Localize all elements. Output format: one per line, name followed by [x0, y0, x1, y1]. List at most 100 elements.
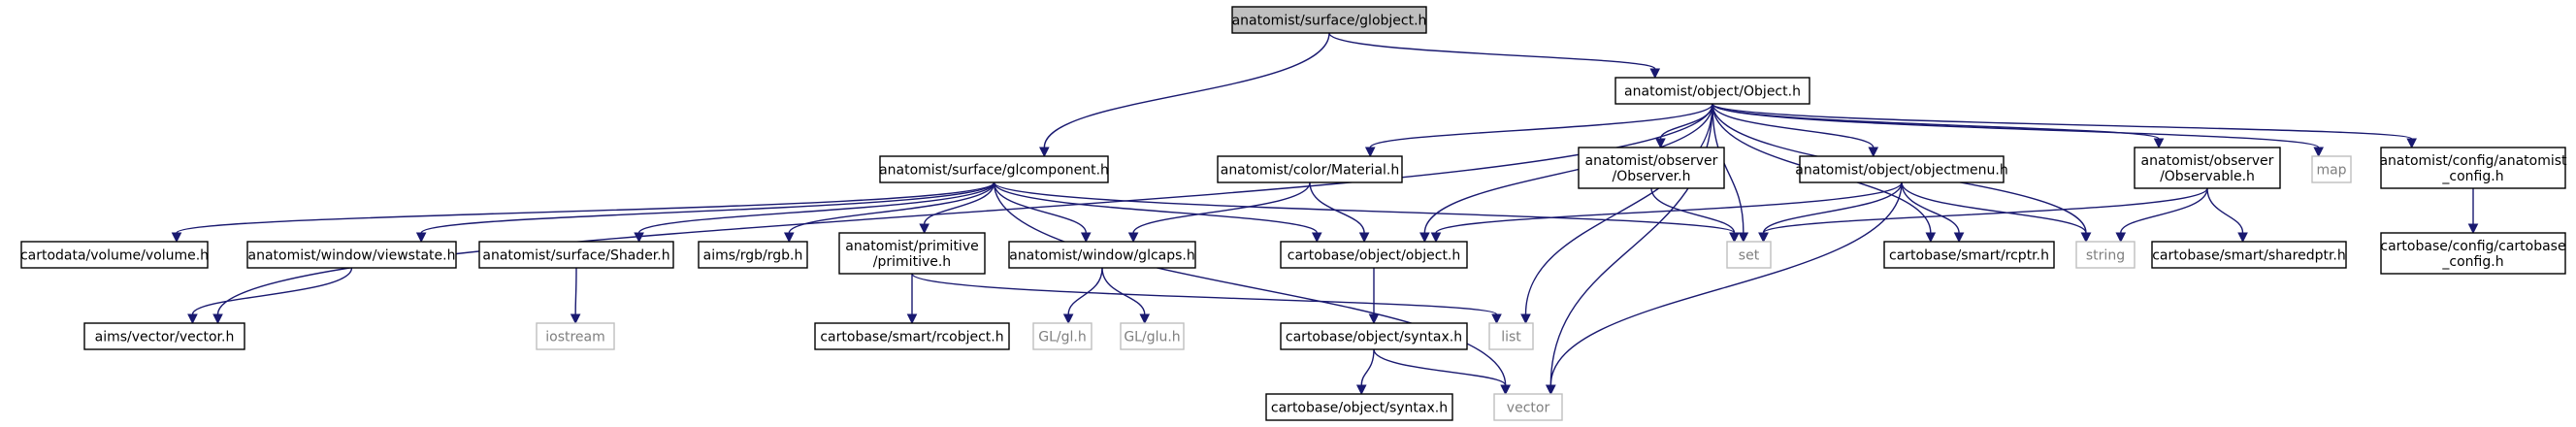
node-syntax1[interactable]: cartobase/object/syntax.h	[1280, 322, 1468, 350]
node-material[interactable]: anatomist/color/Material.h	[1217, 155, 1403, 183]
node-vector_h[interactable]: aims/vector/vector.h	[83, 322, 245, 350]
node-box	[1280, 241, 1468, 269]
edge-glcomponent-to-vector	[993, 181, 1511, 396]
node-label: _config.h	[2441, 169, 2503, 184]
node-object[interactable]: anatomist/object/Object.h	[1614, 77, 1810, 105]
node-cbconfig[interactable]: cartobase/config/cartobase_config.h	[2380, 232, 2566, 275]
edge-shader-to-iostream	[570, 267, 581, 325]
edge-glcaps-to-gl	[1062, 267, 1103, 325]
edge-viewstate-to-vector_h	[187, 267, 353, 325]
node-label: anatomist/observer	[1585, 153, 1718, 169]
node-box	[1578, 147, 1725, 189]
node-label: anatomist/observer	[2141, 153, 2274, 169]
node-observable[interactable]: anatomist/observer/Observable.h	[2134, 147, 2281, 189]
edge-object-to-vector_h	[212, 103, 1713, 325]
node-label: iostream	[545, 330, 605, 345]
edge-object-to-material	[1364, 103, 1713, 158]
edge-objectmenu-to-vector	[1546, 181, 1903, 396]
node-box	[1265, 393, 1453, 421]
edge-objectmenu-to-set	[1758, 181, 1903, 244]
edge-glcomponent-to-viewstate	[415, 181, 995, 244]
edge-syntax1-to-vector	[1373, 348, 1511, 396]
node-box	[2075, 241, 2136, 269]
edge-glcaps-to-glu	[1101, 267, 1151, 325]
node-config[interactable]: anatomist/config/anatomist_config.h	[2379, 147, 2567, 189]
edge-globject-to-glcomponent	[1039, 32, 1330, 158]
node-rcobject[interactable]: cartobase/smart/rcobject.h	[814, 322, 1010, 350]
node-label: cartobase/smart/sharedptr.h	[2152, 248, 2346, 264]
node-primitive[interactable]: anatomist/primitive/primitive.h	[838, 232, 986, 275]
node-globject[interactable]: anatomist/surface/globject.h	[1231, 6, 1427, 34]
edge-glcomponent-to-glcaps	[993, 181, 1092, 244]
edge-observable-to-sharedptr	[2206, 187, 2248, 244]
node-label: anatomist/window/glcaps.h	[1009, 248, 1195, 264]
edge-primitive-to-rcobject	[906, 274, 918, 325]
edge-config-to-cbconfig	[2467, 188, 2479, 235]
node-label: GL/glu.h	[1124, 330, 1180, 345]
node-label: set	[1739, 248, 1760, 264]
node-viewstate[interactable]: anatomist/window/viewstate.h	[246, 241, 457, 269]
node-label: _config.h	[2441, 254, 2503, 270]
node-box	[1883, 241, 2055, 269]
node-box	[1120, 322, 1185, 350]
edge-objectmenu-to-cobject	[1430, 181, 1903, 244]
edge-glcomponent-to-volume	[171, 181, 995, 244]
node-box	[2380, 232, 2566, 275]
edge-objectmenu-to-rcptr	[1901, 181, 1965, 244]
node-label: anatomist/object/objectmenu.h	[1795, 163, 2007, 179]
edge-glcomponent-to-primitive	[919, 181, 995, 235]
edge-object-to-map	[1712, 103, 2324, 158]
node-volume[interactable]: cartodata/volume/volume.h	[20, 241, 209, 269]
node-box	[246, 241, 457, 269]
edge-glcomponent-to-shader	[634, 181, 995, 244]
node-syntax2[interactable]: cartobase/object/syntax.h	[1265, 393, 1453, 421]
node-objectmenu[interactable]: anatomist/object/objectmenu.h	[1795, 155, 2008, 183]
edge-object-to-set	[1712, 103, 1749, 244]
node-rgb[interactable]: aims/rgb/rgb.h	[698, 241, 808, 269]
node-box	[1799, 155, 2005, 183]
edge-object-to-list	[1520, 103, 1713, 325]
node-glcomponent[interactable]: anatomist/surface/glcomponent.h	[879, 155, 1109, 183]
node-label: anatomist/config/anatomist	[2379, 153, 2567, 169]
node-box	[1231, 6, 1427, 34]
node-label: cartodata/volume/volume.h	[20, 248, 209, 264]
edge-object-to-observer	[1655, 103, 1713, 149]
node-label: cartobase/object/syntax.h	[1286, 330, 1462, 345]
node-label: vector	[1507, 401, 1550, 416]
edge-cobject-to-syntax1	[1368, 267, 1380, 325]
node-box	[838, 232, 986, 275]
edge-glcomponent-to-cobject	[993, 181, 1322, 244]
node-box	[20, 241, 209, 269]
node-label: aims/vector/vector.h	[95, 330, 235, 345]
node-cobject[interactable]: cartobase/object/object.h	[1280, 241, 1468, 269]
node-box	[478, 241, 674, 269]
node-rcptr[interactable]: cartobase/smart/rcptr.h	[1883, 241, 2055, 269]
edge-observable-to-set	[1758, 187, 2208, 244]
node-box	[1726, 241, 1772, 269]
node-box	[536, 322, 615, 350]
node-box	[1217, 155, 1403, 183]
node-box	[879, 155, 1109, 183]
edge-material-to-cobject	[1309, 181, 1370, 244]
node-set: set	[1726, 241, 1772, 269]
node-shader[interactable]: anatomist/surface/Shader.h	[478, 241, 674, 269]
node-box	[2311, 155, 2352, 183]
node-string: string	[2075, 241, 2136, 269]
edge-material-to-glcaps	[1127, 181, 1311, 244]
node-glcaps[interactable]: anatomist/window/glcaps.h	[1008, 241, 1196, 269]
node-box	[1493, 393, 1563, 421]
node-label: cartobase/smart/rcobject.h	[820, 330, 1003, 345]
node-box	[2134, 147, 2281, 189]
node-gl: GL/gl.h	[1032, 322, 1092, 350]
edge-observer-to-set	[1650, 187, 1740, 244]
node-sharedptr[interactable]: cartobase/smart/sharedptr.h	[2151, 241, 2347, 269]
node-box	[1488, 322, 1534, 350]
node-observer[interactable]: anatomist/observer/Observer.h	[1578, 147, 1725, 189]
node-vector: vector	[1493, 393, 1563, 421]
node-box	[814, 322, 1010, 350]
node-label: aims/rgb/rgb.h	[703, 248, 803, 264]
edge-observable-to-string	[2115, 187, 2208, 244]
node-box	[2380, 147, 2566, 189]
edge-globject-to-object	[1328, 32, 1661, 80]
node-label: anatomist/color/Material.h	[1221, 163, 1400, 179]
